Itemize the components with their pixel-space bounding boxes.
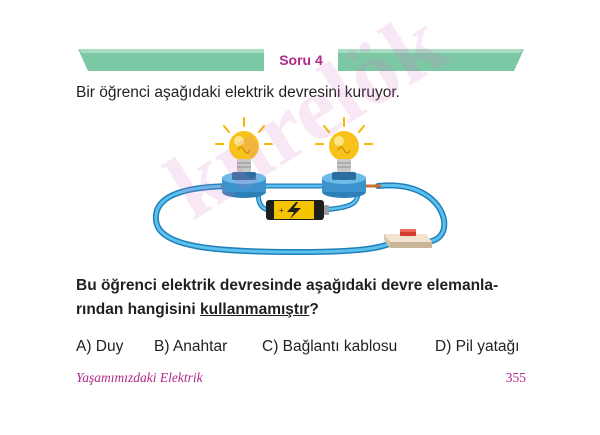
option-d[interactable]: D) Pil yatağı xyxy=(435,338,520,355)
ribbon-shape xyxy=(78,49,524,71)
bulb-icon xyxy=(215,117,273,173)
question-intro-text: Bir öğrenci aşağıdaki elektrik devresini… xyxy=(76,84,400,101)
battery-icon: + xyxy=(266,200,329,220)
option-b[interactable]: B) Anahtar xyxy=(154,338,228,355)
circuit-illustration: + xyxy=(148,116,454,262)
option-c[interactable]: C) Bağlantı kablosu xyxy=(262,338,398,355)
question-number: Soru 4 xyxy=(279,52,323,68)
question-header-ribbon: Soru 4 xyxy=(78,49,524,71)
bulb-socket-icon xyxy=(222,172,266,198)
option-a[interactable]: A) Duy xyxy=(76,338,124,355)
question-emphasis: kullanmamıştır xyxy=(200,301,310,318)
switch-icon xyxy=(384,229,432,248)
question-line-1: Bu öğrenci elektrik devresinde aşağıdaki… xyxy=(76,277,499,294)
circuit-drawing: + xyxy=(152,117,448,255)
question-line-2-prefix: rından hangisini xyxy=(76,301,201,318)
bulb-icon xyxy=(315,117,373,173)
question-text: Bu öğrenci elektrik devresinde aşağıdaki… xyxy=(76,274,526,322)
bulb-socket-icon xyxy=(322,172,366,198)
svg-text:+: + xyxy=(279,206,284,215)
answer-options: A) Duy B) Anahtar C) Bağlantı kablosu D)… xyxy=(76,338,526,358)
question-line-2-suffix: ? xyxy=(309,301,319,318)
footer-book-title: Yaşamımızdaki Elektrik xyxy=(76,370,203,385)
footer-page-number: 355 xyxy=(505,370,526,385)
